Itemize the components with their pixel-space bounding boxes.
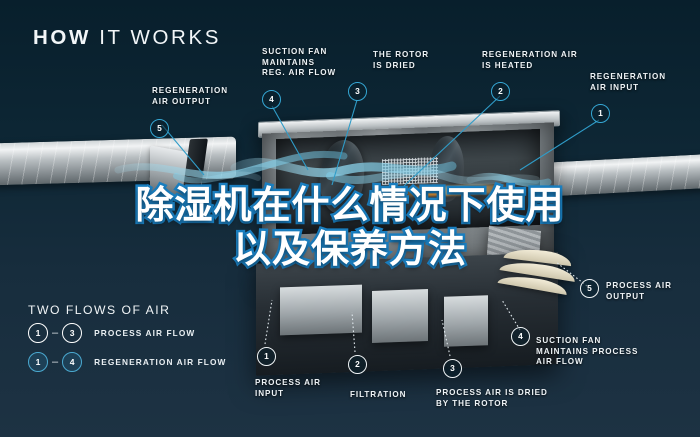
marker-suction-fan-reg[interactable]: 4	[262, 90, 281, 109]
marker-process-air-output[interactable]: 5	[580, 279, 599, 298]
marker-regeneration-air-input[interactable]: 1	[591, 104, 610, 123]
label-regeneration-air-input: REGENERATION AIR INPUT	[590, 72, 667, 92]
legend-dash: –	[52, 356, 59, 368]
label-rotor-is-dried: THE ROTOR IS DRIED	[373, 50, 430, 70]
legend-label: PROCESS AIR FLOW	[94, 328, 196, 338]
page-title-light: IT WORKS	[99, 26, 221, 49]
marker-process-air-input[interactable]: 1	[257, 347, 276, 366]
legend-marker-to: 3	[62, 323, 83, 343]
marker-process-air-dried[interactable]: 3	[443, 359, 462, 378]
label-process-air-output: PROCESS AIR OUTPUT	[606, 281, 672, 301]
legend-row-regeneration-air-flow: 1 – 4 REGENERATION AIR FLOW	[28, 352, 226, 372]
legend-marker-from: 1	[28, 352, 48, 372]
overlay-headline-line1: 除湿机在什么情况下使用	[133, 181, 566, 230]
label-regeneration-air-output: REGENERATION AIR OUTPUT	[152, 86, 229, 106]
legend-marker-from: 1	[28, 323, 48, 343]
marker-suction-fan-process[interactable]: 4	[511, 327, 530, 346]
legend-marker-to: 4	[62, 352, 83, 372]
airflow-ribbon	[173, 171, 261, 184]
leader-line-group-blue	[161, 95, 600, 187]
label-process-air-input: PROCESS AIR INPUT	[255, 378, 321, 398]
overlay-headline-text: 除湿机在什么情况下使用 以及保养方法	[0, 181, 700, 274]
legend-row-process-air-flow: 1 – 3 PROCESS AIR FLOW	[28, 323, 195, 343]
legend-dash: –	[52, 327, 59, 339]
label-regeneration-air-heated: REGENERATION AIR IS HEATED	[482, 50, 578, 70]
label-suction-fan-process: SUCTION FAN MAINTAINS PROCESS AIR FLOW	[536, 336, 639, 367]
page-title: HOW IT WORKS	[33, 26, 221, 50]
airflow-ribbon	[466, 172, 552, 188]
overlay-headline-line2: 以及保养方法	[230, 225, 468, 274]
legend-title: TWO FLOWS OF AIR	[28, 303, 171, 317]
label-process-air-dried: PROCESS AIR IS DRIED BY THE ROTOR	[436, 388, 548, 408]
page-title-bold: HOW	[33, 26, 91, 49]
label-suction-fan-reg: SUCTION FAN MAINTAINS REG. AIR FLOW	[262, 47, 337, 78]
leader-line-group-white	[264, 261, 588, 357]
marker-regeneration-air-output[interactable]: 5	[150, 119, 169, 138]
marker-regeneration-air-heated[interactable]: 2	[491, 82, 510, 101]
label-filtration: FILTRATION	[350, 390, 407, 399]
marker-rotor-is-dried[interactable]: 3	[348, 82, 367, 101]
legend-label: REGENERATION AIR FLOW	[94, 357, 227, 367]
marker-filtration[interactable]: 2	[348, 355, 367, 374]
